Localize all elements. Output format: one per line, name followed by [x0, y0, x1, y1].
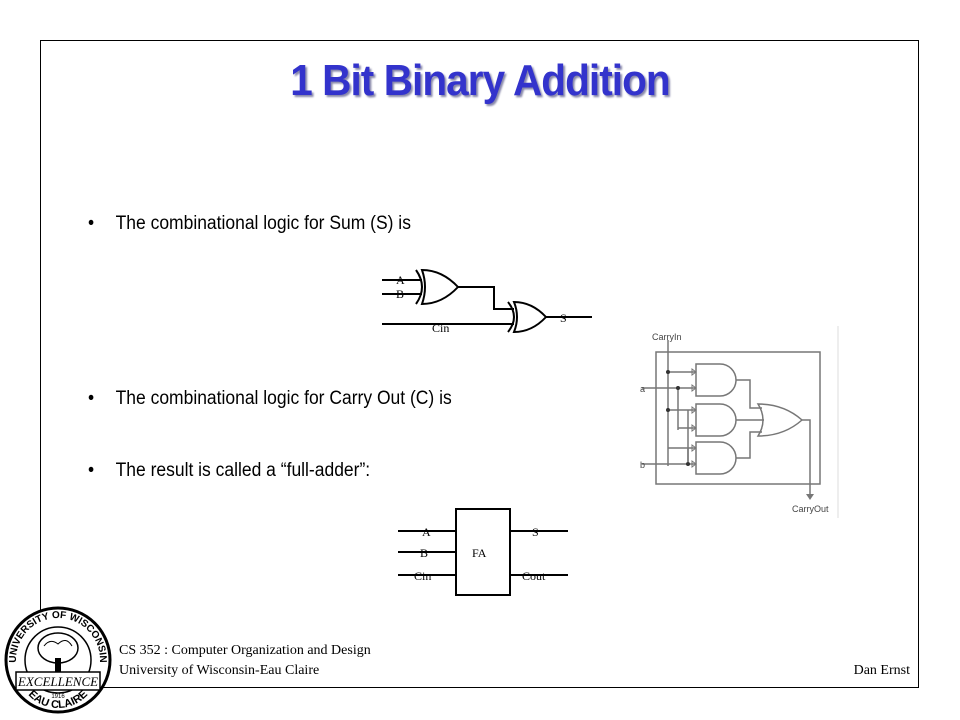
bullet-carry-text: The combinational logic for Carry Out (C… [115, 388, 452, 409]
slide-frame [40, 40, 919, 688]
bullet-dot: • [88, 388, 95, 409]
sum-label-cin: Cin [432, 321, 449, 335]
sum-label-a: A [396, 273, 405, 287]
fa-label-cin: Cin [414, 569, 431, 583]
bullet-sum: • The combinational logic for Sum (S) is [88, 213, 411, 235]
bullet-full-adder: • The result is called a “full-adder”: [88, 460, 370, 482]
sum-xor-circuit: A B Cin S [382, 268, 592, 335]
bullet-full-adder-text: The result is called a “full-adder”: [115, 460, 371, 481]
footer-university: University of Wisconsin-Eau Claire [119, 663, 320, 678]
fa-label-s: S [532, 525, 539, 539]
and-gate-1 [695, 363, 737, 397]
carry-label-b: b [640, 460, 645, 470]
seal-tree-icon [37, 632, 79, 674]
bullet-sum-text: The combinational logic for Sum (S) is [115, 213, 411, 234]
sum-label-b: B [396, 287, 404, 301]
university-seal-logo: UNIVERSITY OF WISCONSIN EAU CLAIRE EXCEL… [4, 606, 112, 714]
fa-label-cout: Cout [522, 569, 546, 583]
sum-label-s: S [560, 311, 567, 325]
carry-out-arrow [806, 494, 814, 500]
xor-gate-2-back [507, 301, 515, 333]
xor-gate-1-back [415, 269, 423, 305]
seal-year-text: 1916 [51, 694, 65, 700]
fa-label-a: A [422, 525, 431, 539]
carry-label-carryin: CarryIn [652, 332, 682, 342]
full-adder-block: A B Cin FA S Cout [398, 508, 568, 596]
and-gate-2 [695, 403, 737, 437]
carry-label-a: a [640, 384, 645, 394]
and-gate-3 [695, 441, 737, 475]
or-gate [756, 403, 804, 437]
slide-title: 1 Bit Binary Addition [290, 56, 670, 105]
xor-gate-1 [420, 268, 460, 306]
fa-label-b: B [420, 546, 428, 560]
fa-label-block: FA [472, 546, 487, 560]
footer-author: Dan Ernst [853, 663, 910, 678]
bullet-carry: • The combinational logic for Carry Out (… [88, 388, 452, 410]
bullet-dot: • [88, 460, 95, 481]
footer-course: CS 352 : Computer Organization and Desig… [119, 643, 371, 658]
carry-label-carryout: CarryOut [792, 504, 829, 514]
seal-excellence-text: EXCELLENCE [17, 674, 98, 689]
bullet-dot: • [88, 213, 95, 234]
xor-gate-2 [512, 300, 548, 334]
carry-out-circuit: CarryIn a b CarryOut [636, 326, 840, 518]
carry-frame [655, 351, 821, 485]
